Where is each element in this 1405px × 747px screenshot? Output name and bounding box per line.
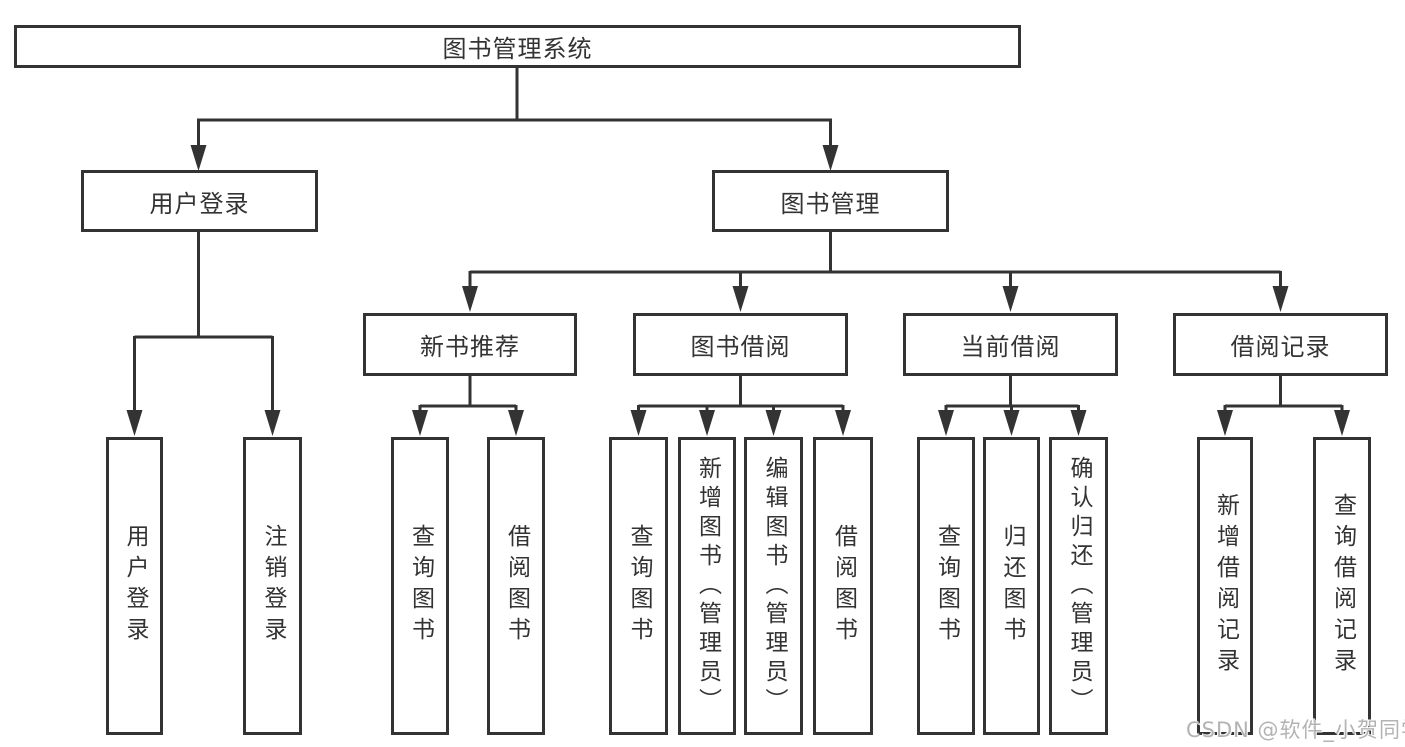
node-label: 新书推荐 — [420, 333, 520, 361]
node-root-system: 图书管理系统 — [14, 25, 1021, 68]
connector-user-login-to-leaves — [133, 232, 274, 414]
node-current-borrow: 当前借阅 — [903, 313, 1118, 376]
arrowhead-icon — [1217, 410, 1233, 436]
arrowhead-icon — [822, 145, 839, 171]
node-label: 注销登录 — [260, 524, 286, 648]
node-label: 当前借阅 — [960, 333, 1061, 361]
node-label: 借阅记录 — [1230, 333, 1331, 361]
connector-root-to-level2 — [197, 64, 832, 150]
arrowhead-icon — [264, 410, 281, 436]
leaf-user-login: 用户登录 — [106, 437, 163, 735]
leaf-add-borrow-record: 新增借阅记录 — [1197, 437, 1253, 735]
node-label: 用户登录 — [149, 189, 250, 218]
node-label: 新增借阅记录 — [1212, 493, 1239, 679]
leaf-query-books-current: 查询图书 — [917, 437, 975, 735]
node-label: 查询图书 — [933, 524, 960, 648]
arrowhead-icon — [1272, 286, 1289, 312]
node-label: 用户登录 — [122, 524, 148, 648]
node-borrow-records: 借阅记录 — [1173, 313, 1388, 376]
arrowhead-icon — [508, 410, 524, 436]
arrowhead-icon — [938, 410, 954, 436]
arrowhead-icon — [412, 410, 428, 436]
arrowhead-icon — [1070, 410, 1087, 436]
arrowhead-icon — [190, 145, 207, 171]
node-book-borrow: 图书借阅 — [633, 313, 848, 376]
node-label: 确认归还（管理员） — [1066, 455, 1092, 717]
connector-book-borrow-to-leaves — [637, 376, 845, 415]
leaf-add-book-admin: 新增图书（管理员） — [678, 437, 736, 735]
leaf-query-books-recommend: 查询图书 — [391, 437, 449, 735]
leaf-query-books-borrow: 查询图书 — [609, 437, 668, 735]
node-label: 借阅图书 — [830, 524, 857, 648]
arrowhead-icon — [835, 410, 851, 436]
connector-book-management-to-level3 — [468, 232, 1282, 291]
node-user-login: 用户登录 — [81, 170, 318, 232]
connector-lines — [133, 64, 1344, 415]
leaf-borrow-books: 借阅图书 — [813, 437, 873, 735]
node-label: 编辑图书（管理员） — [761, 455, 787, 717]
leaf-confirm-return-admin: 确认归还（管理员） — [1049, 437, 1108, 735]
node-label: 新增图书（管理员） — [694, 455, 721, 717]
arrowhead-icon — [1334, 410, 1350, 436]
arrowheads — [126, 145, 1350, 436]
node-label: 查询借阅记录 — [1329, 493, 1356, 679]
node-new-book-recommend: 新书推荐 — [363, 313, 577, 376]
arrowhead-icon — [630, 410, 647, 436]
leaf-edit-book-admin: 编辑图书（管理员） — [744, 437, 803, 735]
node-label: 查询图书 — [626, 524, 652, 648]
node-label: 查询图书 — [407, 524, 434, 648]
arrowhead-icon — [1002, 286, 1019, 312]
arrowhead-icon — [699, 410, 715, 436]
connector-borrow-records-to-leaves — [1223, 376, 1344, 415]
node-book-management: 图书管理 — [712, 170, 949, 232]
connector-current-borrow-to-leaves — [944, 376, 1080, 415]
leaf-borrow-books-recommend: 借阅图书 — [487, 437, 545, 735]
arrowhead-icon — [765, 410, 782, 436]
node-label: 图书管理系统 — [442, 35, 593, 63]
leaf-return-book: 归还图书 — [983, 437, 1040, 735]
connector-new-book-to-leaves — [418, 376, 518, 415]
node-label: 图书借阅 — [690, 333, 791, 361]
arrowhead-icon — [732, 286, 749, 312]
leaf-logout: 注销登录 — [243, 437, 302, 735]
arrowhead-icon — [1003, 410, 1020, 436]
csdn-watermark: CSDN @软件_小贺同学 — [1186, 718, 1405, 742]
node-label: 归还图书 — [999, 524, 1025, 648]
node-label: 图书管理 — [780, 189, 881, 218]
leaf-query-borrow-record: 查询借阅记录 — [1313, 437, 1371, 735]
arrowhead-icon — [126, 410, 143, 436]
arrowhead-icon — [462, 286, 478, 312]
node-label: 借阅图书 — [503, 524, 530, 648]
